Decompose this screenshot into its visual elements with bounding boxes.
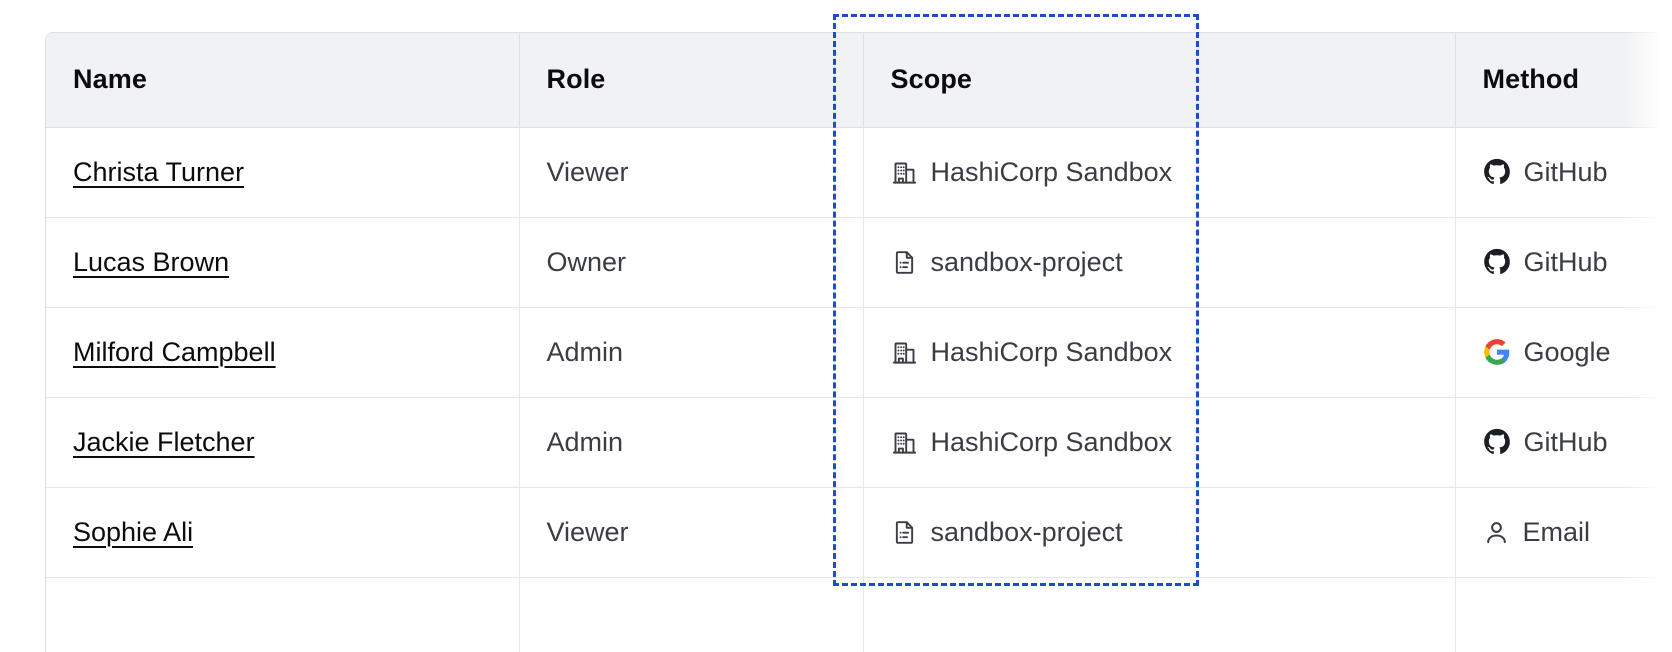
member-name-link[interactable]: Lucas Brown — [73, 246, 230, 277]
cell-name: Sophie Ali — [46, 487, 520, 578]
table-header: Name Role Scope Method — [46, 33, 1672, 128]
table-row: Milford Campbell Admin — [46, 307, 1672, 398]
cell-scope: HashiCorp Sandbox — [863, 397, 1456, 488]
cell-scope — [863, 577, 1456, 652]
cell-name: Jackie Fletcher — [46, 397, 520, 488]
scope-label: sandbox-project — [930, 516, 1123, 547]
method-label: GitHub — [1523, 426, 1608, 457]
table-row: Jackie Fletcher Admin — [46, 397, 1672, 488]
method-label: Email — [1522, 516, 1591, 547]
cell-name — [46, 577, 520, 652]
member-name-link[interactable]: Jackie Fletcher — [73, 426, 255, 457]
cell-name: Lucas Brown — [46, 217, 520, 308]
organization-icon — [891, 429, 918, 456]
project-document-icon — [891, 249, 918, 276]
member-name-link[interactable]: Milford Campbell — [73, 336, 276, 367]
user-icon — [1483, 519, 1510, 546]
column-header-role[interactable]: Role — [519, 33, 864, 128]
cell-role — [519, 577, 864, 652]
column-header-scope[interactable]: Scope — [863, 33, 1456, 128]
scope-label: sandbox-project — [930, 246, 1123, 277]
cell-method: Google — [1455, 307, 1672, 398]
cell-name: Milford Campbell — [46, 307, 520, 398]
github-icon — [1483, 158, 1511, 186]
column-header-name[interactable]: Name — [46, 33, 520, 128]
cell-method: Email — [1455, 487, 1672, 578]
scope-label: HashiCorp Sandbox — [930, 156, 1173, 187]
table-row: Christa Turner Viewer — [46, 127, 1672, 218]
column-header-method[interactable]: Method — [1455, 33, 1672, 128]
cell-method: GitHub — [1455, 397, 1672, 488]
cell-scope: HashiCorp Sandbox — [863, 127, 1456, 218]
members-table: Name Role Scope Method Christa Turner Vi… — [46, 33, 1672, 652]
cell-scope: sandbox-project — [863, 217, 1456, 308]
cell-role: Viewer — [519, 127, 864, 218]
organization-icon — [891, 339, 918, 366]
header-row: Name Role Scope Method — [46, 33, 1672, 128]
method-label: GitHub — [1523, 246, 1608, 277]
table-row: Sophie Ali Viewer — [46, 487, 1672, 578]
members-table-card: Name Role Scope Method Christa Turner Vi… — [45, 32, 1672, 652]
cell-scope: sandbox-project — [863, 487, 1456, 578]
member-name-link[interactable]: Sophie Ali — [73, 516, 194, 547]
project-document-icon — [891, 519, 918, 546]
github-icon — [1483, 428, 1511, 456]
member-name-link[interactable]: Christa Turner — [73, 156, 245, 187]
cell-role: Viewer — [519, 487, 864, 578]
cell-method: GitHub — [1455, 217, 1672, 308]
method-label: Google — [1523, 336, 1611, 367]
table-row — [46, 577, 1672, 652]
method-label: GitHub — [1523, 156, 1608, 187]
table-body: Christa Turner Viewer — [46, 127, 1672, 652]
cell-role: Owner — [519, 217, 864, 308]
cell-method: GitHub — [1455, 127, 1672, 218]
table-row: Lucas Brown Owner — [46, 217, 1672, 308]
scope-label: HashiCorp Sandbox — [930, 426, 1173, 457]
cell-role: Admin — [519, 397, 864, 488]
cell-scope: HashiCorp Sandbox — [863, 307, 1456, 398]
scope-label: HashiCorp Sandbox — [930, 336, 1173, 367]
github-icon — [1483, 248, 1511, 276]
cell-name: Christa Turner — [46, 127, 520, 218]
cell-role: Admin — [519, 307, 864, 398]
google-icon — [1483, 338, 1511, 366]
cell-method — [1455, 577, 1672, 652]
organization-icon — [891, 159, 918, 186]
